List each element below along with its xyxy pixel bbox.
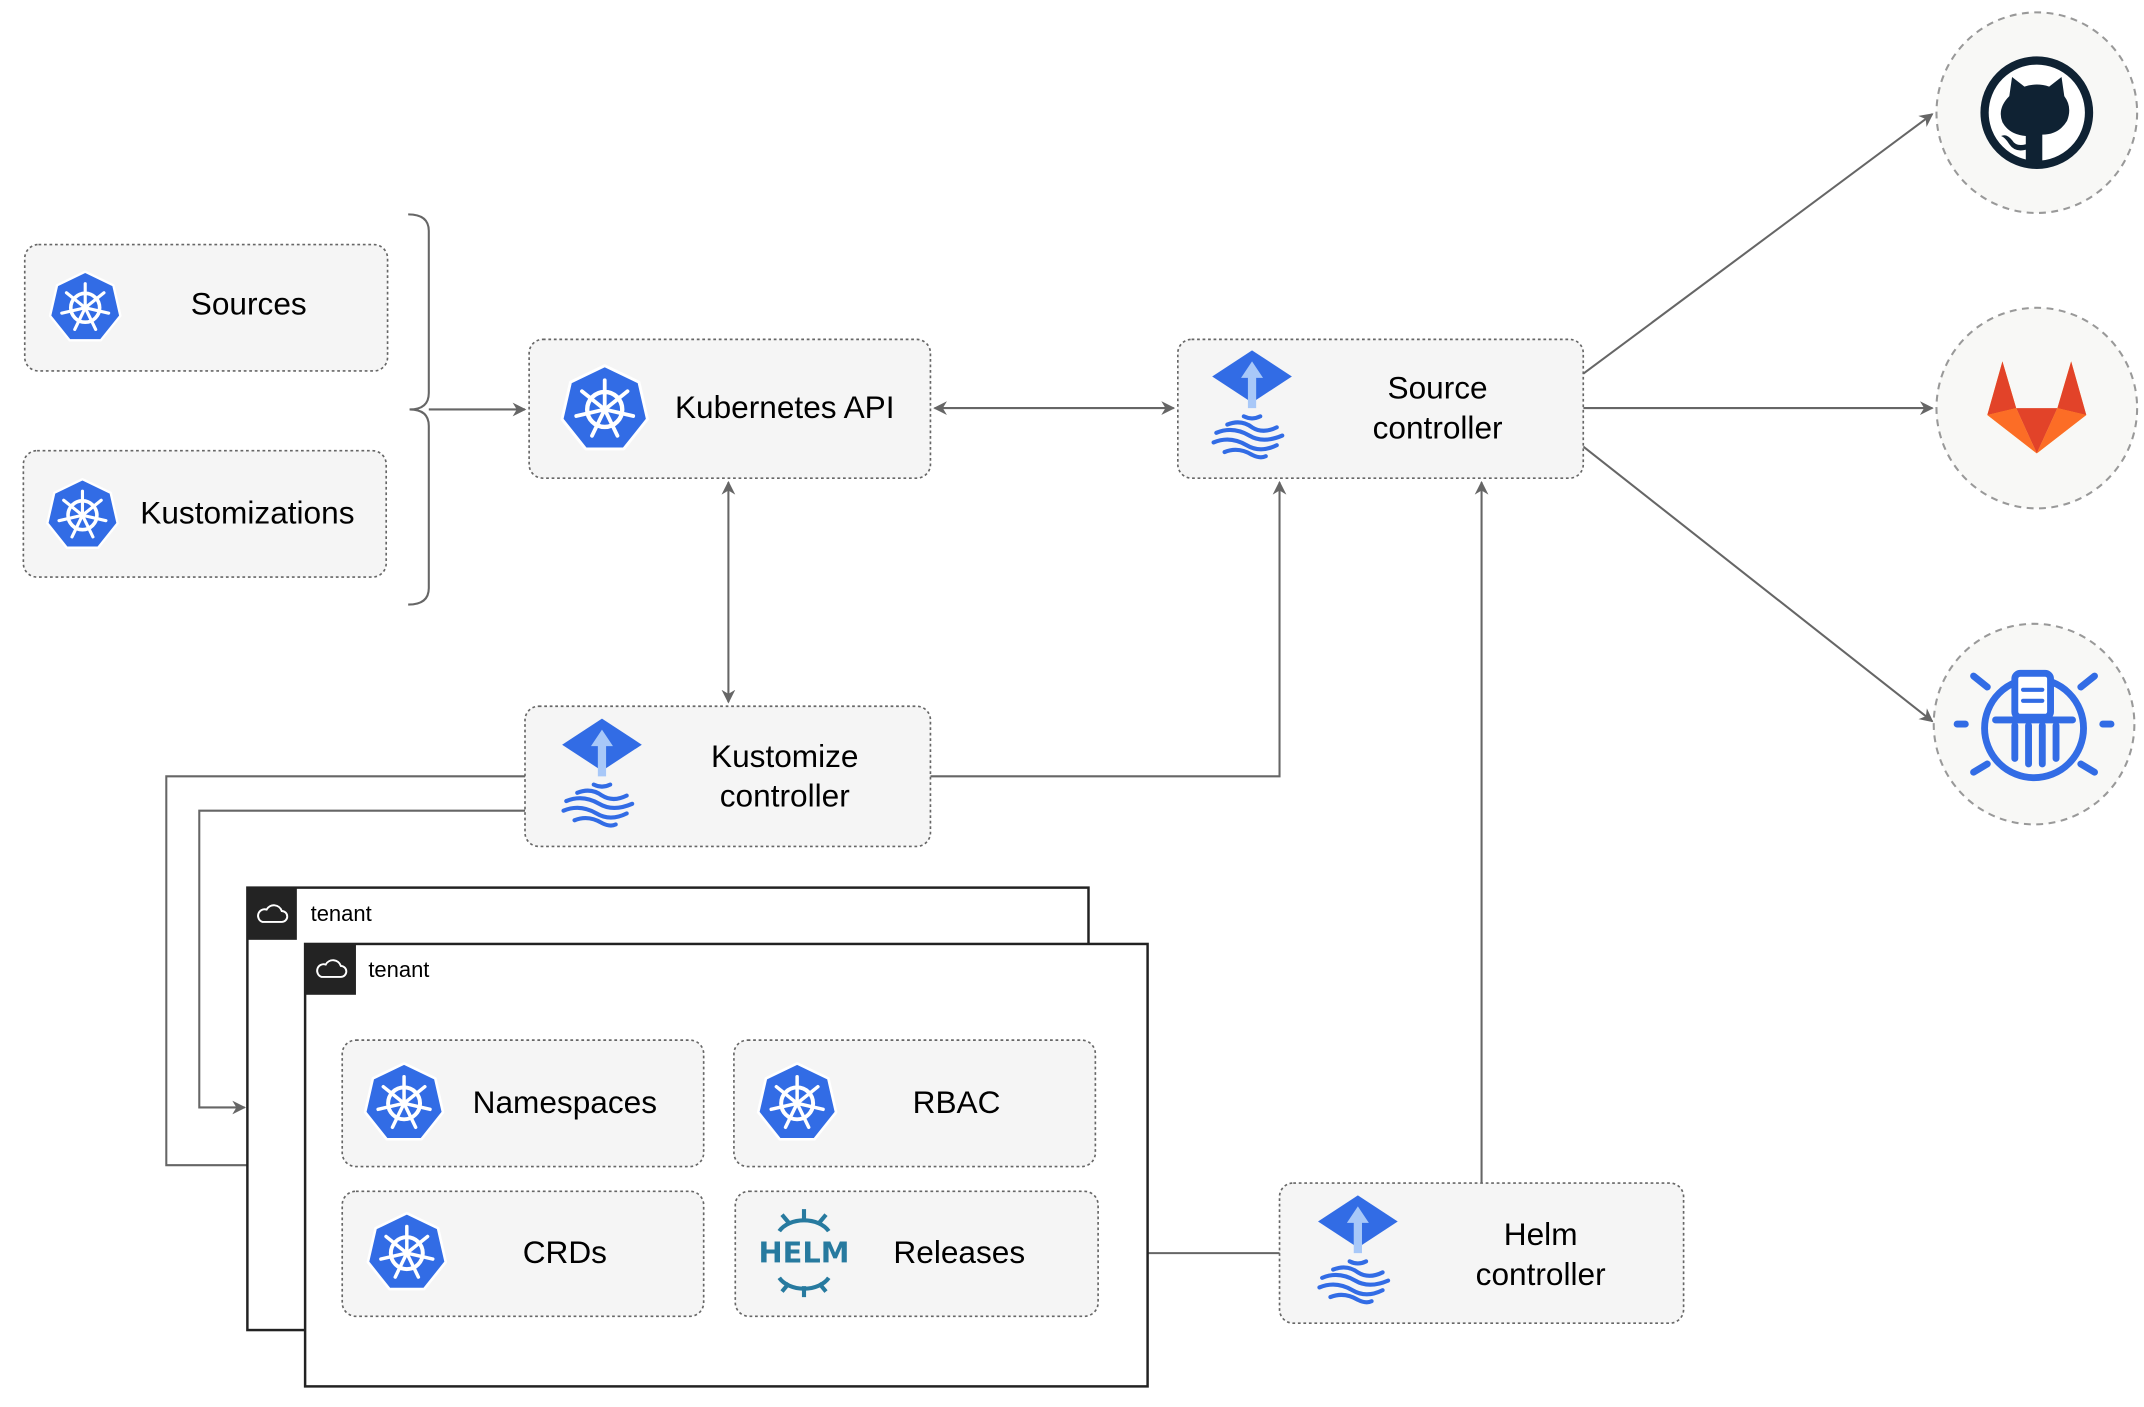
kubernetes-api-label: Kubernetes API (675, 389, 895, 425)
edge-source-to-bucket (1582, 445, 1934, 723)
kustomizations-label: Kustomizations (140, 495, 354, 531)
crds-node[interactable]: CRDs (341, 1190, 705, 1318)
rbac-node[interactable]: RBAC (733, 1039, 1097, 1168)
gitlab-source[interactable] (1935, 306, 2139, 510)
bucket-source[interactable] (1932, 622, 2136, 826)
kustomizations-node[interactable]: Kustomizations (22, 449, 388, 578)
edge-kustomize-to-source-controller (930, 480, 1287, 778)
gitlab-icon (1987, 361, 2087, 454)
helm-icon: HELM (759, 1209, 850, 1298)
releases-label: Releases (893, 1234, 1025, 1270)
source-controller-node[interactable]: Source controller (1177, 338, 1585, 479)
namespaces-label: Namespaces (473, 1084, 657, 1120)
releases-node[interactable]: HELM Releases (734, 1190, 1099, 1318)
edge-source-to-github (1582, 113, 1934, 375)
namespaces-node[interactable]: Namespaces (341, 1039, 705, 1168)
tenant-label: tenant (368, 957, 429, 982)
svg-text:HELM: HELM (759, 1235, 850, 1269)
kustomize-controller-label-line1: Kustomize (711, 738, 859, 774)
edge-kustomize-to-tenant-1 (198, 809, 526, 1115)
github-icon (1980, 56, 2094, 170)
rbac-label: RBAC (913, 1084, 1001, 1120)
kubernetes-api-node[interactable]: Kubernetes API (528, 338, 932, 479)
connectors (165, 113, 1934, 1260)
bracket (408, 213, 430, 606)
helm-controller-label-line1: Helm (1504, 1216, 1578, 1252)
kustomize-controller-label-line2: controller (720, 778, 850, 814)
kustomize-controller-node[interactable]: Kustomize controller (524, 705, 932, 848)
source-controller-label-line1: Source (1388, 370, 1488, 406)
tenant-label: tenant (311, 901, 372, 926)
tenant-icon-badge (247, 887, 297, 940)
sources-node[interactable]: Sources (23, 243, 389, 372)
crds-label: CRDs (523, 1234, 607, 1270)
tenant-icon-badge (305, 943, 356, 995)
source-controller-label-line2: controller (1373, 409, 1503, 445)
sources-label: Sources (191, 286, 307, 322)
helm-controller-node[interactable]: Helm controller (1278, 1182, 1685, 1325)
edge-kustomize-to-tenant-2 (165, 775, 526, 1173)
helm-controller-label-line2: controller (1476, 1256, 1606, 1292)
github-source[interactable] (1935, 11, 2139, 215)
bucket-icon (1953, 669, 2115, 782)
